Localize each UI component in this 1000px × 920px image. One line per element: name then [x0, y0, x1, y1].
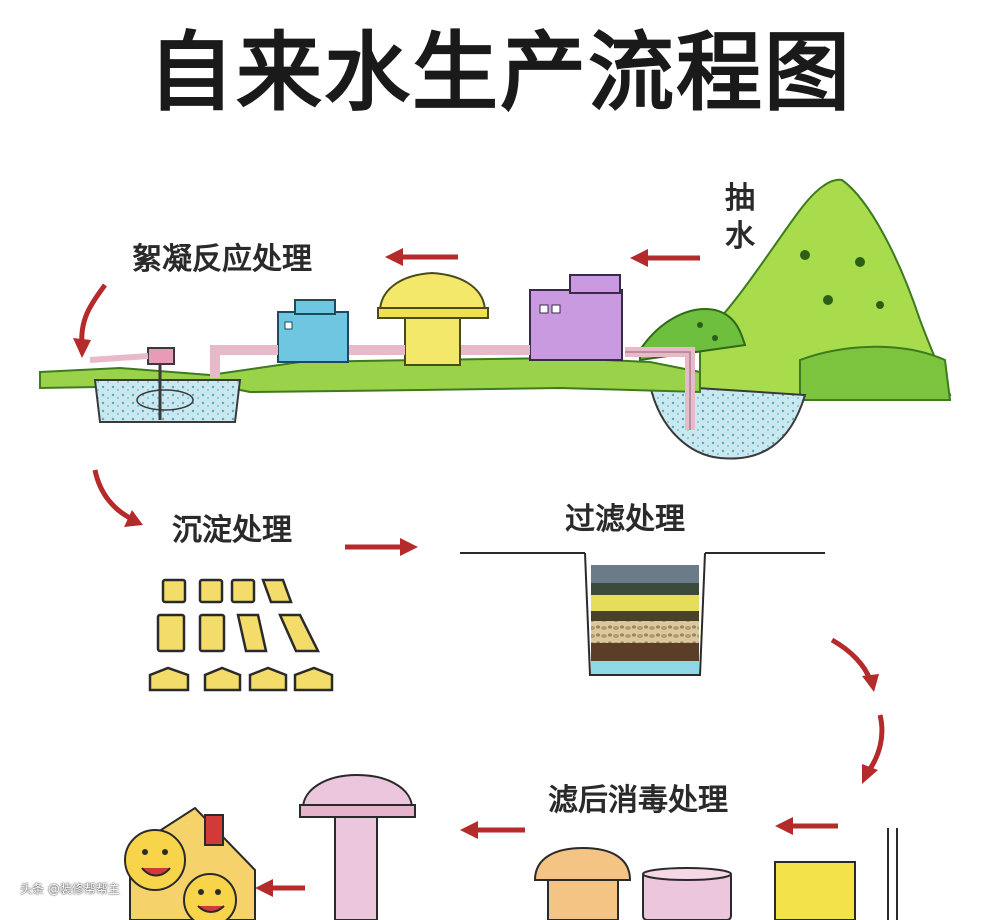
- pump-station: [529, 274, 623, 361]
- step-label-sedimentation: 沉淀处理: [172, 513, 292, 548]
- filter-bed: [460, 552, 825, 676]
- houses: [124, 806, 256, 920]
- outlet-pipe: [210, 345, 278, 378]
- treatment-building: [277, 299, 349, 363]
- step-label-filtration: 过滤处理: [565, 502, 685, 537]
- mountain: [639, 178, 952, 401]
- flow-arrows: [73, 248, 885, 897]
- disinfection-equipment: [533, 828, 898, 920]
- step-label-coagulation: 絮凝反应处理: [132, 242, 312, 277]
- page-title: 自来水生产流程图: [148, 23, 852, 123]
- water-tower: [299, 773, 416, 920]
- reservoir: [648, 383, 807, 460]
- coagulation-basin: [89, 347, 242, 423]
- sedimentation-tank: [148, 578, 334, 692]
- water-tank: [377, 271, 489, 366]
- step-label-pump: 抽水: [725, 181, 755, 254]
- watermark: 头条 @装修帮帮主: [20, 882, 120, 896]
- step-label-disinfection: 滤后消毒处理: [548, 783, 728, 818]
